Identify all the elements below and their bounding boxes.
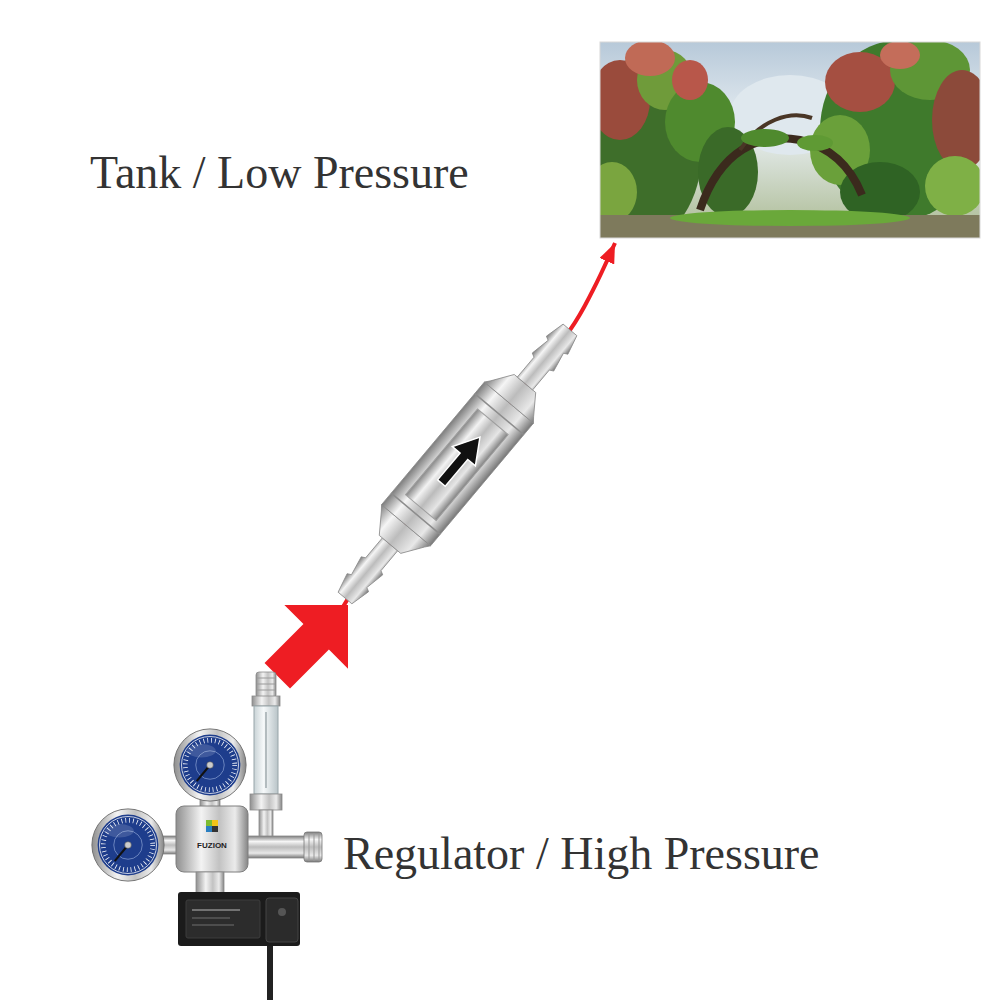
knurl — [319, 833, 320, 861]
cable — [267, 944, 273, 1000]
plant — [825, 52, 895, 112]
gauge-stem — [200, 798, 220, 810]
plant — [665, 82, 735, 162]
plant — [840, 162, 920, 222]
bubble-counter — [254, 706, 278, 794]
plant — [625, 42, 675, 76]
plant — [810, 115, 870, 185]
logo-mark — [206, 820, 212, 826]
solenoid-plug — [266, 898, 298, 942]
solenoid — [178, 892, 300, 946]
knurl — [309, 833, 310, 861]
plant — [600, 58, 702, 238]
moss — [797, 135, 833, 151]
regulator-body — [176, 806, 248, 872]
plant — [932, 70, 980, 170]
solenoid-stem — [196, 872, 224, 894]
pressure-gauge — [92, 809, 164, 881]
plate-marking — [192, 917, 230, 918]
driftwood — [700, 138, 862, 210]
valve-body — [382, 382, 534, 546]
pressure-gauge — [174, 729, 246, 801]
plant — [698, 127, 758, 217]
logo-mark — [212, 820, 218, 826]
valve-collar — [365, 505, 430, 565]
moss — [741, 129, 789, 147]
valve-ring — [391, 493, 440, 534]
logo-mark — [212, 826, 218, 832]
knurl — [257, 684, 275, 685]
node-label: Regulator / High Pressure — [343, 829, 820, 880]
plant — [925, 156, 980, 216]
plant — [637, 50, 693, 110]
solenoid-plate — [186, 900, 260, 938]
plant — [600, 60, 650, 140]
knurl — [314, 833, 315, 861]
direction-arrow — [430, 427, 492, 492]
flow-connector — [285, 243, 615, 668]
counter-stem — [259, 810, 273, 838]
gravel — [600, 215, 980, 238]
tank-node: Tank / Low Pressure — [85, 38, 985, 243]
hose-barb — [334, 535, 400, 607]
valve-collar — [484, 363, 549, 423]
plate-marking — [192, 924, 234, 925]
knurl — [257, 690, 275, 691]
photo-frame — [600, 42, 980, 238]
outlet-nut — [304, 832, 322, 862]
plug-screw — [278, 908, 286, 916]
counter-cap — [252, 696, 280, 706]
counter-tube — [265, 712, 267, 788]
node-label: Tank / Low Pressure — [90, 148, 469, 199]
logo-mark — [206, 826, 212, 832]
plant — [880, 42, 920, 69]
valve-window — [406, 409, 509, 521]
aquarium-water — [600, 42, 980, 238]
aquarium-haze — [730, 75, 850, 155]
gauge-stem — [160, 836, 180, 854]
brand-label: FUZION — [197, 842, 227, 850]
check-valve — [320, 309, 594, 618]
outlet-pipe — [240, 836, 306, 858]
knurl — [257, 678, 275, 679]
plant — [890, 42, 970, 100]
aquarium-photo — [600, 42, 980, 238]
valve-ring — [475, 394, 524, 435]
regulator — [92, 672, 322, 1000]
regulator-node: Regulator / High Pressure — [85, 668, 900, 968]
driftwood — [740, 115, 812, 150]
plant — [672, 60, 708, 100]
counter-base — [250, 794, 282, 810]
hose-barb — [514, 321, 580, 393]
plate-marking — [192, 909, 240, 911]
carpet-plant — [670, 210, 910, 226]
needle-valve-knob — [256, 672, 276, 698]
plant — [820, 42, 980, 220]
flow-arrow — [245, 573, 379, 707]
plant — [600, 162, 637, 222]
